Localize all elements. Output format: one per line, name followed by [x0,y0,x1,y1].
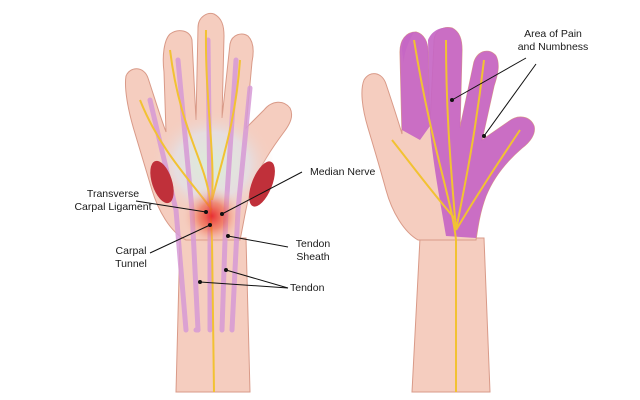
left-thenar-muscle [150,160,174,204]
label-transverse-carpal-ligament: Transverse Carpal Ligament [58,188,168,214]
leader-dots [198,98,486,284]
right-nerves [391,39,521,392]
label-tendon-sheath-line1: Tendon [295,238,331,250]
label-carpal-line2: Tunnel [115,258,147,270]
right-forearm [411,237,491,393]
numbness-area [402,27,535,238]
label-carpal-line1: Carpal [115,245,147,257]
label-pain-line2: and Numbness [517,41,589,53]
label-transverse-line1: Transverse [86,188,140,200]
label-tendon-sheath: Tendon Sheath [288,238,338,264]
left-hand [125,13,293,393]
right-hand [361,27,535,393]
label-pain-line1: Area of Pain [524,28,582,40]
label-tendon: Tendon [290,282,325,294]
left-hypothenar-muscle [249,161,275,207]
label-area-of-pain: Area of Pain and Numbness [508,28,598,54]
label-transverse-line2: Carpal Ligament [74,201,152,213]
label-carpal-tunnel: Carpal Tunnel [106,245,156,271]
label-tendon-sheath-line2: Sheath [296,251,330,263]
numbness-thumb [400,32,430,140]
leader-lines [135,57,537,289]
label-median-nerve: Median Nerve [310,166,376,178]
